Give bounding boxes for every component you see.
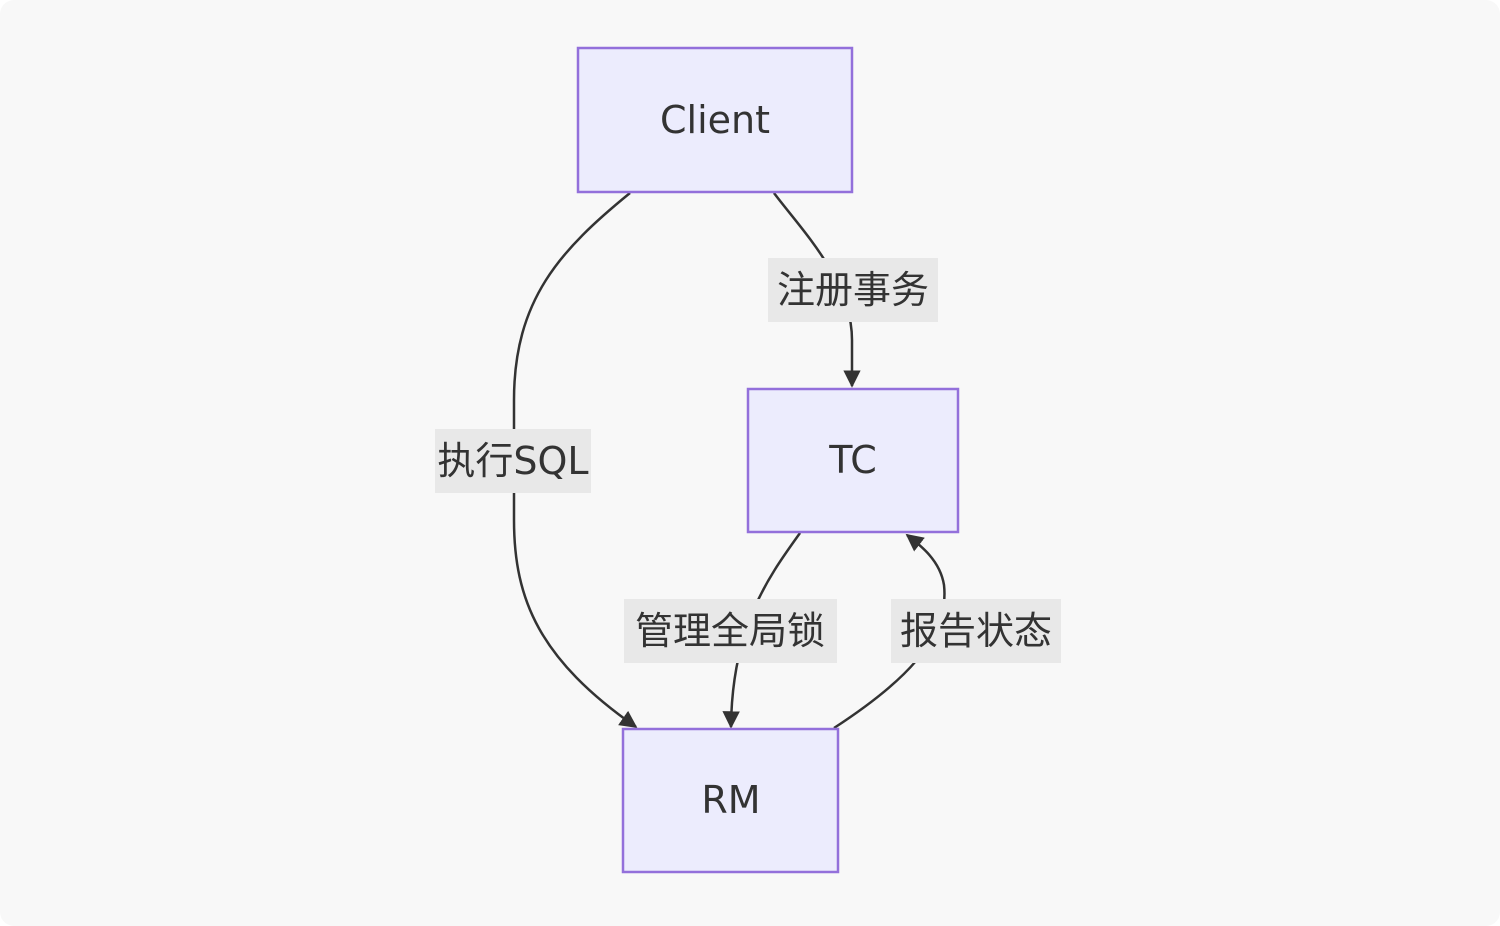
edge-label-rm-tc-text: 报告状态 <box>900 609 1052 653</box>
node-tc[interactable]: TC <box>746 387 960 534</box>
node-rm-label: RM <box>701 778 760 822</box>
edge-label-tc-rm-text: 管理全局锁 <box>635 609 825 653</box>
edge-label-client-tc: 注册事务 <box>768 258 938 322</box>
node-tc-label: TC <box>828 438 877 482</box>
edge-label-client-rm-text: 执行SQL <box>437 439 588 483</box>
edge-label-client-rm: 执行SQL <box>435 429 591 493</box>
node-client-label: Client <box>660 98 770 142</box>
edge-label-client-tc-text: 注册事务 <box>777 268 929 312</box>
edge-label-rm-tc: 报告状态 <box>891 599 1061 663</box>
edge-label-tc-rm: 管理全局锁 <box>624 599 837 663</box>
node-rm[interactable]: RM <box>621 727 840 874</box>
node-client[interactable]: Client <box>576 46 854 194</box>
